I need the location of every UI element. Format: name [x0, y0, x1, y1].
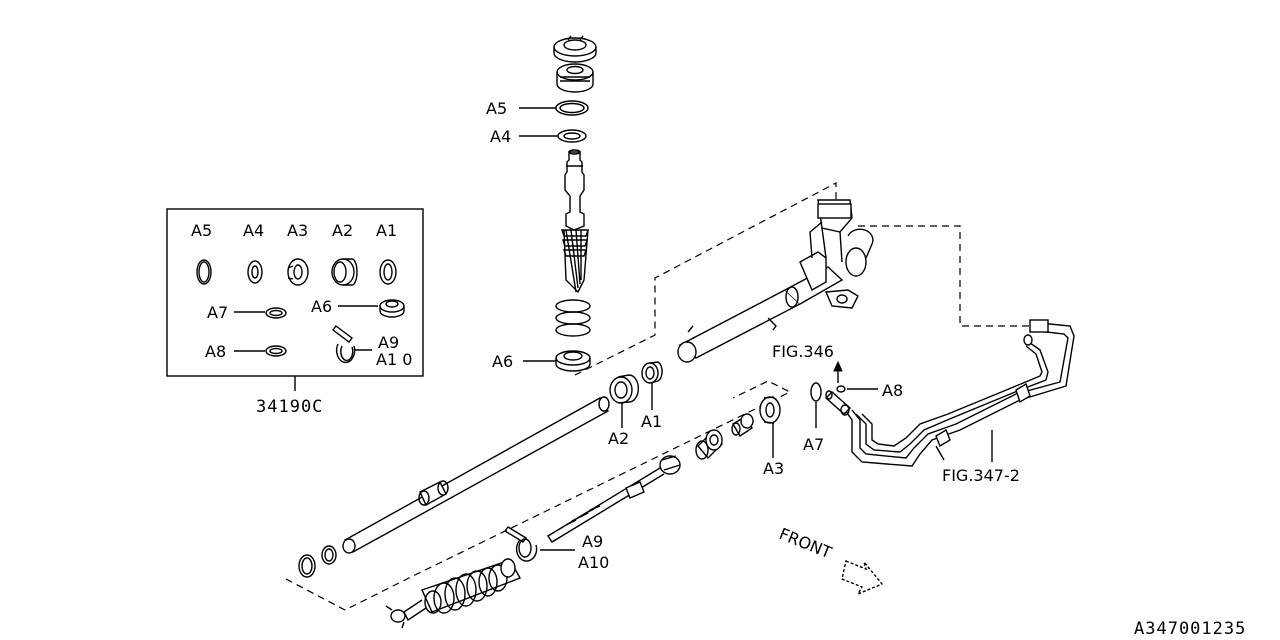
seals-a1-a2: A2 A1 — [608, 361, 663, 448]
kit-seal-a1 — [379, 259, 397, 285]
mount-flange — [824, 289, 859, 309]
kit-seal-a4 — [247, 260, 263, 284]
boot-clamp-a9-a10 — [515, 539, 538, 562]
pinion-assembly: A5 A4 A6 — [486, 35, 597, 372]
kit-box: A5 A4 A3 A2 A1 A7 A6 A8 — [166, 208, 424, 417]
seal-a3 — [759, 396, 781, 424]
label-a7: A7 — [803, 435, 824, 454]
rack-end-seal — [321, 545, 337, 565]
seal-a2 — [609, 376, 633, 404]
kit-label-a3: A3 — [287, 221, 308, 240]
front-arrow-icon — [841, 560, 884, 596]
front-direction-indicator: FRONT — [777, 524, 884, 596]
label-a3: A3 — [763, 459, 784, 478]
front-label: FRONT — [777, 524, 835, 562]
ref-fig347-2[interactable]: FIG.347-2 — [942, 466, 1020, 485]
label-a9: A9 — [582, 532, 603, 551]
label-a4: A4 — [490, 127, 511, 146]
kit-seal-a3 — [287, 258, 309, 286]
pinion-shaft — [564, 151, 585, 231]
diagram-id: A347001235 — [1134, 619, 1246, 639]
pressure-pipe — [844, 321, 1075, 467]
kit-washer-a8 — [265, 345, 287, 357]
kit-label-a4: A4 — [243, 221, 264, 240]
kit-part-number: 34190C — [256, 397, 323, 417]
kit-label-a6: A6 — [311, 297, 332, 316]
kit-label-a10: A1 0 — [376, 350, 412, 369]
kit-label-a9: A9 — [378, 333, 399, 352]
seal-a1 — [641, 362, 659, 384]
kit-o-ring-a5 — [196, 259, 212, 285]
kit-label-a1: A1 — [376, 221, 397, 240]
seal-a4 — [557, 129, 587, 143]
inner-tie-rod — [547, 467, 665, 543]
pipe-assembly: A7 A8 FIG.346 FIG.347-2 — [772, 319, 1075, 485]
kit-label-a7: A7 — [207, 303, 228, 322]
label-a1: A1 — [641, 412, 662, 431]
inner-ball-joint — [659, 455, 681, 475]
label-a5: A5 — [486, 99, 507, 118]
washer-a8 — [836, 385, 846, 393]
rack-assembly — [298, 396, 610, 578]
pipe-clamp — [935, 428, 951, 448]
spring-coil — [555, 299, 591, 313]
pipe-fitting — [824, 391, 852, 415]
label-a8: A8 — [882, 381, 903, 400]
ref-fig346[interactable]: FIG.346 — [772, 342, 834, 361]
assembly-guides — [285, 182, 1030, 611]
kit-label-a5: A5 — [191, 221, 212, 240]
label-a6: A6 — [492, 352, 513, 371]
return-pipe — [855, 339, 1049, 453]
kit-label-a2: A2 — [332, 221, 353, 240]
kit-label-a8: A8 — [205, 342, 226, 361]
flare-nut — [1029, 319, 1049, 333]
valve-body — [799, 251, 827, 291]
kit-washer-a7 — [265, 307, 287, 319]
tie-rod-assembly: A3 A9 A10 — [385, 396, 784, 629]
kit-seal-a6 — [379, 299, 405, 313]
seal-a6 — [555, 350, 591, 366]
label-a2: A2 — [608, 429, 629, 448]
gearbox-housing — [677, 199, 874, 363]
washer-a7 — [810, 382, 822, 402]
kit-clamp-a9-a10 — [335, 343, 356, 364]
steering-rack — [343, 397, 609, 553]
label-a10: A10 — [578, 553, 609, 572]
